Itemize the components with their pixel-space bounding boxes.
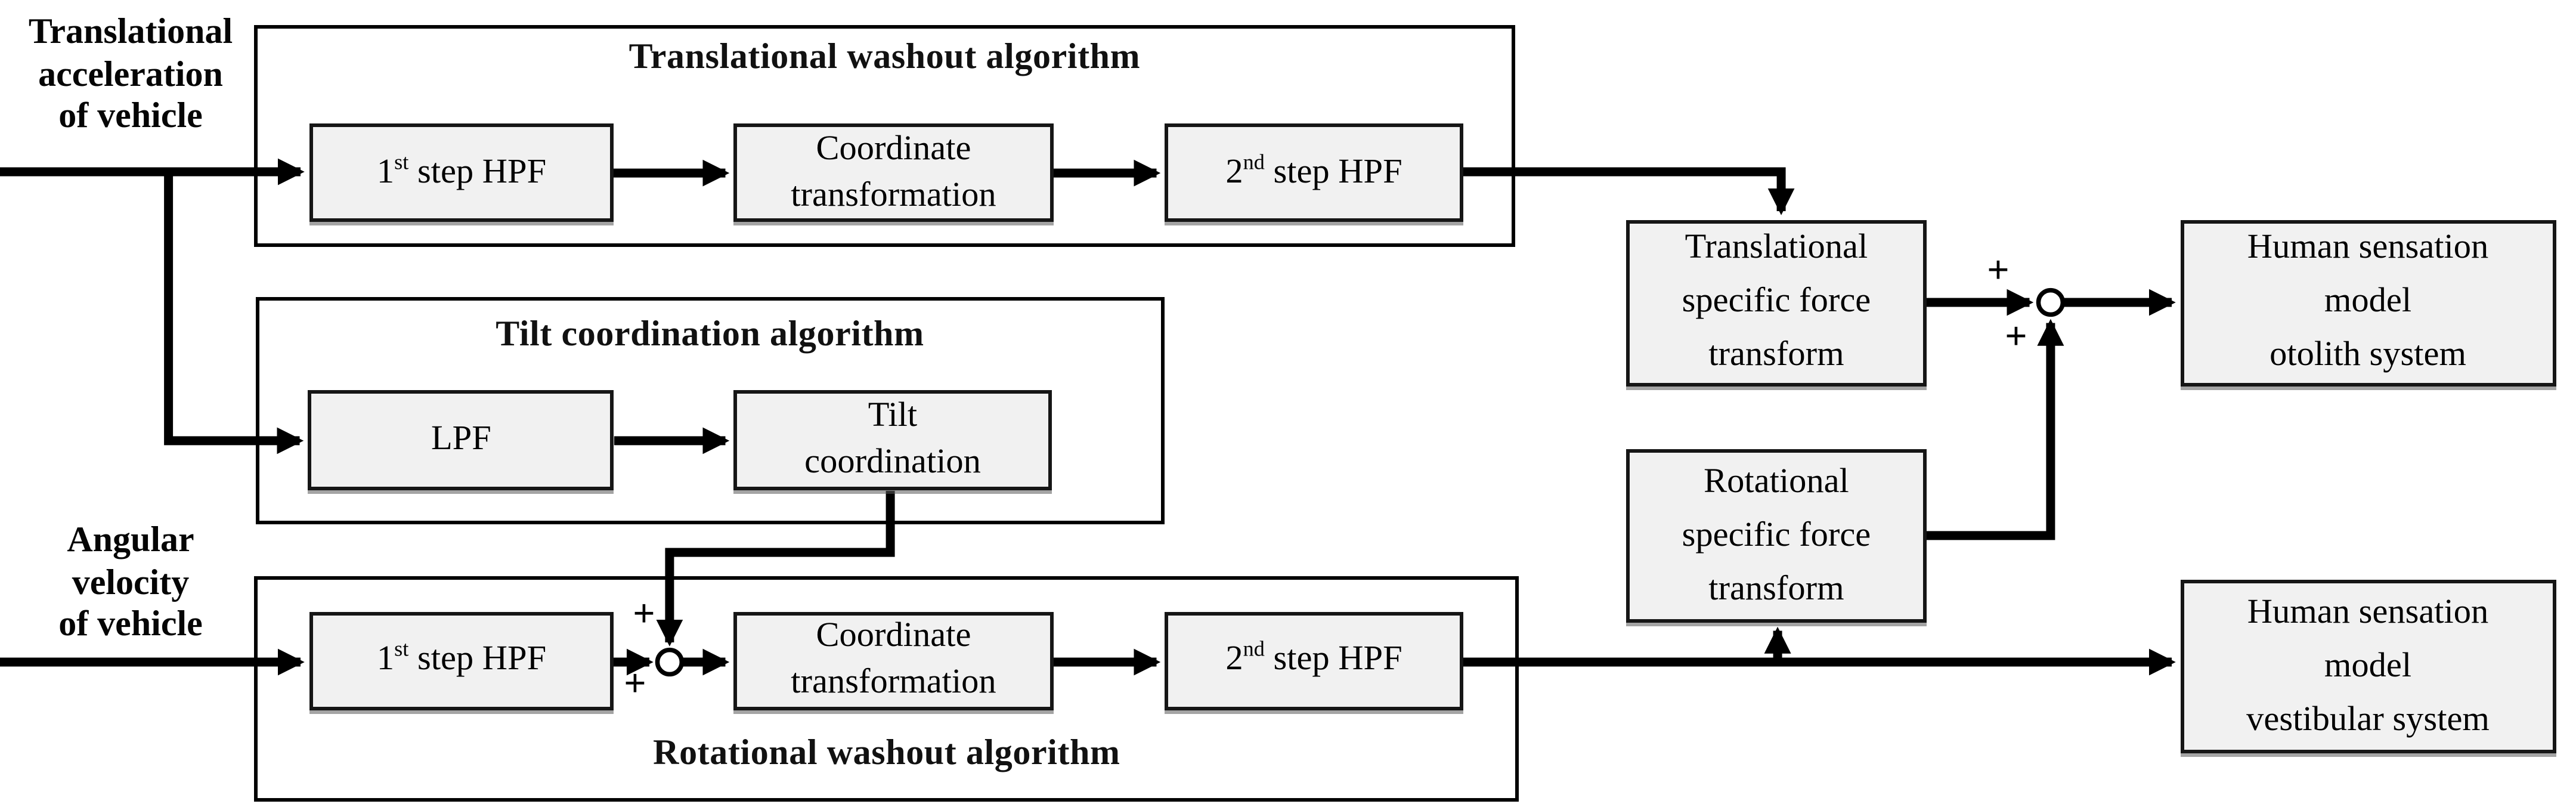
label-line: of vehicle (58, 97, 203, 137)
group-title-rotational-washout: Rotational washout algorithm (653, 734, 1120, 774)
group-title-translational-washout: Translational washout algorithm (628, 38, 1141, 77)
label-line: velocity (72, 562, 190, 602)
block-label: 2nd step HPF (1225, 636, 1402, 679)
block-translational-specific-force-transform: Translational specific force transform (1626, 219, 1927, 387)
plus-sign-otolith-junction-top: + (1987, 247, 2010, 292)
block-label: 1st step HPF (376, 149, 547, 191)
label-line: Angular (67, 521, 194, 560)
group-tilt-coordination: Tilt coordination algorithm (255, 297, 1165, 525)
block-label: Rotational specific force transform (1682, 462, 1871, 608)
block-label: Tilt coordination (804, 397, 981, 482)
ordinal-sup: nd (1243, 149, 1265, 174)
plus-sign-r-junction-top: + (633, 591, 655, 635)
block-t-coordinate-transformation: Coordinate transformation (733, 123, 1054, 222)
block-human-sensation-otolith: Human sensation model otolith system (2180, 219, 2556, 387)
block-label: Coordinate transformation (791, 617, 996, 702)
block-rotational-specific-force-transform: Rotational specific force transform (1626, 449, 1927, 623)
arrow-rsf-to-junction (1926, 319, 2064, 540)
group-translational-washout: Translational washout algorithm (253, 25, 1516, 247)
label-line: of vehicle (58, 605, 203, 645)
block-tilt-coordination: Tilt coordination (733, 390, 1052, 491)
block-label: Coordinate transformation (791, 129, 996, 214)
block-label: Human sensation model otolith system (2247, 230, 2489, 375)
arrow-t-output-to-tsf (1463, 167, 1795, 215)
block-label: 1st step HPF (376, 636, 547, 679)
block-label: LPF (431, 421, 491, 459)
block-t-hpf2: 2nd step HPF (1165, 123, 1463, 222)
block-human-sensation-vestibular: Human sensation model vestibular system (2180, 580, 2556, 753)
block-label: 2nd step HPF (1225, 149, 1402, 191)
label-line: acceleration (38, 54, 223, 94)
label-line: Translational (28, 13, 233, 52)
summing-junction-rotational (655, 647, 685, 677)
plus-sign-otolith-junction-bottom: + (2005, 313, 2027, 358)
block-r-hpf1: 1st step HPF (309, 611, 614, 710)
ordinal-sup: st (394, 149, 409, 174)
group-title-tilt-coordination: Tilt coordination algorithm (496, 315, 924, 354)
block-lpf: LPF (308, 390, 614, 491)
block-label: Human sensation model vestibular system (2246, 593, 2490, 738)
plus-sign-r-junction-bottom: + (624, 660, 646, 705)
block-r-coordinate-transformation: Coordinate transformation (733, 611, 1054, 710)
block-r-hpf2: 2nd step HPF (1165, 611, 1463, 710)
ordinal-sup: st (394, 636, 409, 662)
label-translational-acceleration: Translational acceleration of vehicle (0, 13, 261, 139)
block-t-hpf1: 1st step HPF (309, 123, 614, 222)
ordinal-sup: nd (1243, 636, 1265, 662)
summing-junction-otolith (2036, 287, 2066, 317)
label-angular-velocity: Angular velocity of vehicle (0, 521, 261, 647)
group-rotational-washout: Rotational washout algorithm (254, 576, 1519, 803)
block-label: Translational specific force transform (1682, 230, 1871, 375)
